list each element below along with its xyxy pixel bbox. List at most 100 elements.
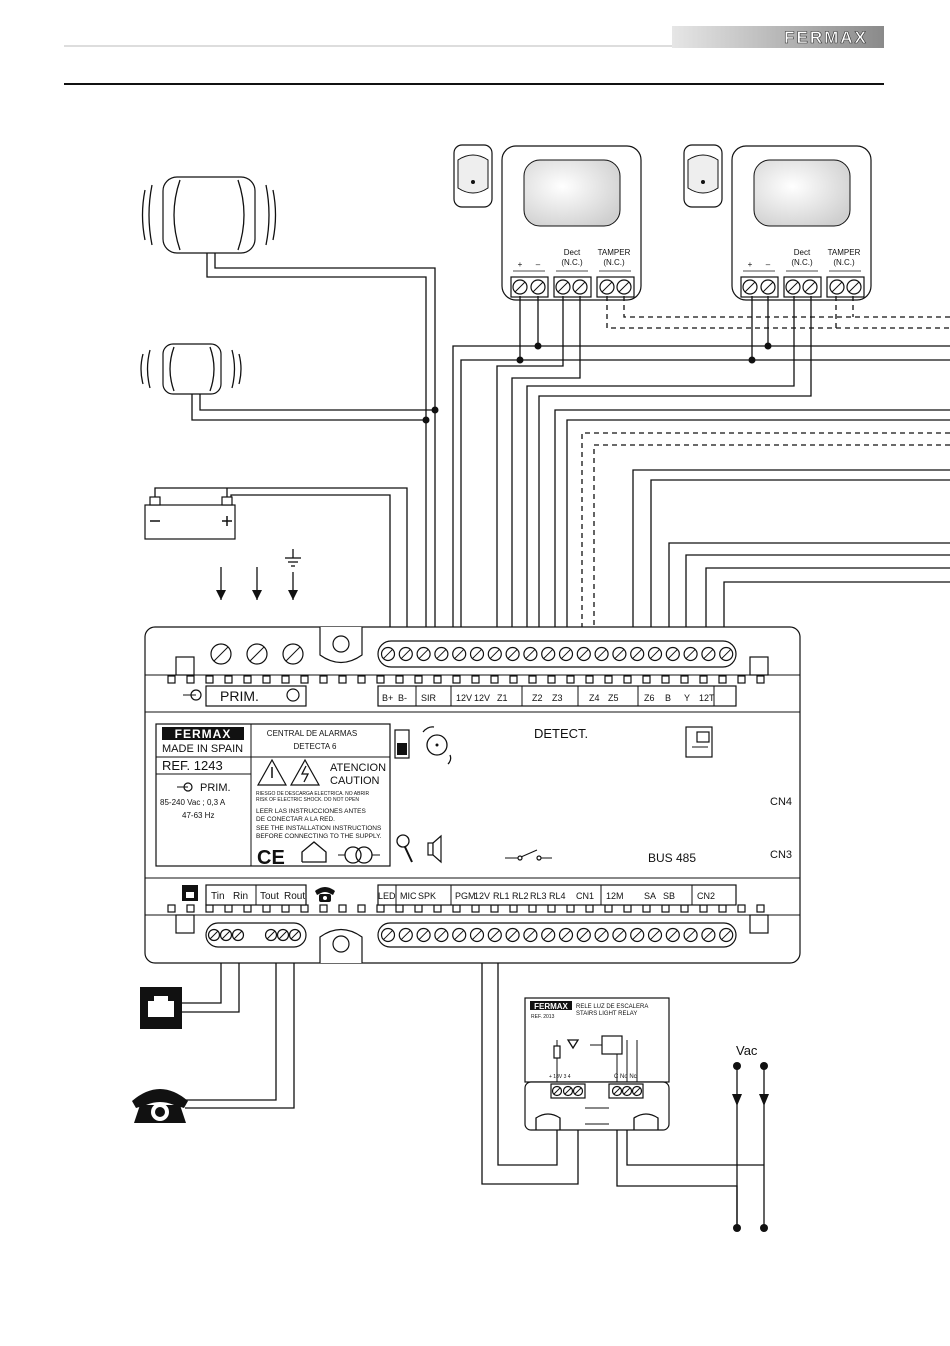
terminal-screw (594, 646, 609, 662)
speaker-icon (427, 834, 442, 864)
terminal-label: Z1 (497, 693, 508, 703)
terminal-label: RL2 (512, 891, 529, 901)
terminal-screw (219, 928, 233, 942)
terminal-screw (701, 927, 716, 943)
terminal-label: Z3 (552, 693, 563, 703)
terminal-label: Z6 (644, 693, 655, 703)
tick (167, 904, 176, 913)
terminal-label: B- (398, 693, 407, 703)
tick (395, 904, 404, 913)
terminal-screw (469, 927, 485, 943)
tick (262, 904, 271, 913)
terminal-screw (829, 279, 845, 295)
terminal-screw (398, 646, 413, 662)
house-icon (301, 841, 327, 863)
terminal-label: 12V (474, 693, 490, 703)
stairs-light-relay: FERMAX RELE LUZ DE ESCALERA STAIRS LIGHT… (524, 997, 670, 1131)
terminal-label: Y (684, 693, 690, 703)
detect-label: DETECT. (534, 726, 588, 741)
terminal-screw (616, 279, 632, 295)
relay-title-1: RELE LUZ DE ESCALERA (576, 1004, 648, 1010)
detector-label: (N.C.) (833, 258, 855, 267)
terminal-screw (701, 646, 716, 662)
plate-ref: REF. 1243 (162, 758, 223, 773)
terminal-label: SA (644, 891, 656, 901)
phone-line-jack-icon (140, 987, 182, 1029)
tick (300, 675, 309, 684)
tick (680, 904, 689, 913)
tick (281, 675, 290, 684)
detector-label: + (518, 260, 523, 269)
terminal-label: B (665, 693, 671, 703)
terminal-screw (512, 279, 528, 295)
relay-brand: FERMAX (534, 1002, 568, 1011)
detector-label: + (748, 260, 753, 269)
detector-label: (N.C.) (791, 258, 813, 267)
terminal-label: MIC (400, 891, 417, 901)
terminal-screw (380, 646, 396, 662)
plate-plug-icon (177, 782, 193, 792)
tick (243, 904, 252, 913)
tick (205, 904, 214, 913)
tick (414, 675, 423, 684)
terminal-screw (487, 646, 502, 662)
terminal-screw (576, 927, 591, 943)
terminal-label: 12T (699, 693, 715, 703)
terminal-screw (434, 927, 449, 943)
terminal-screw (594, 927, 609, 943)
relay-pins-left: + 18V 3 4 (549, 1074, 571, 1080)
relay-ref: REF. 2013 (531, 1014, 555, 1020)
cn3-label: CN3 (770, 849, 792, 861)
terminal-screw (572, 1085, 584, 1097)
phone-icon (315, 887, 335, 902)
plate-see-2: BEFORE CONNECTING TO THE SUPPLY. (256, 833, 382, 840)
terminal-screw (523, 927, 538, 943)
tick (262, 675, 271, 684)
plate-product-1: CENTRAL DE ALARMAS (267, 729, 357, 738)
tick (699, 675, 708, 684)
terminal-screw (276, 928, 290, 942)
terminal-label: CN1 (576, 891, 594, 901)
telephone-icon (132, 1089, 188, 1123)
plate-riesgo-1: RIESGO DE DESCARGA ELECTRICA. NO ABRIR (256, 791, 369, 797)
terminal-screw (416, 646, 431, 662)
terminal-label: LED (378, 891, 396, 901)
relay-title-2: STAIRS LIGHT RELAY (576, 1011, 637, 1017)
terminal-screw (541, 927, 556, 943)
siren-small (140, 343, 242, 395)
terminal-screw (612, 646, 627, 662)
tick (357, 675, 366, 684)
terminal-screw (611, 1085, 623, 1097)
terminal-screw (380, 927, 396, 943)
bottom-left-screws (207, 928, 302, 942)
tick (604, 675, 613, 684)
terminal-screw (572, 279, 588, 295)
terminal-screw (846, 279, 862, 295)
tick (433, 904, 442, 913)
tick (585, 904, 594, 913)
plate-voltage: 85-240 Vac ; 0,3 A (160, 798, 226, 807)
tick (509, 904, 518, 913)
terminal-screw (599, 279, 615, 295)
tick (490, 675, 499, 684)
tick (585, 675, 594, 684)
plate-atencion: ATENCION (330, 762, 386, 774)
terminal-label: Tout (260, 891, 279, 902)
terminal-screw (555, 279, 571, 295)
terminal-screw (469, 646, 485, 662)
terminal-label: 12V (456, 693, 472, 703)
siren-large (141, 176, 277, 254)
terminal-screw (487, 927, 502, 943)
plate-prim: PRIM. (200, 782, 231, 794)
tick (509, 675, 518, 684)
tick (623, 675, 632, 684)
tick (471, 675, 480, 684)
terminal-screw (288, 928, 302, 942)
tick (528, 904, 537, 913)
detector-2 (683, 144, 872, 301)
terminal-screw (630, 646, 645, 662)
terminal-screw (452, 646, 467, 662)
